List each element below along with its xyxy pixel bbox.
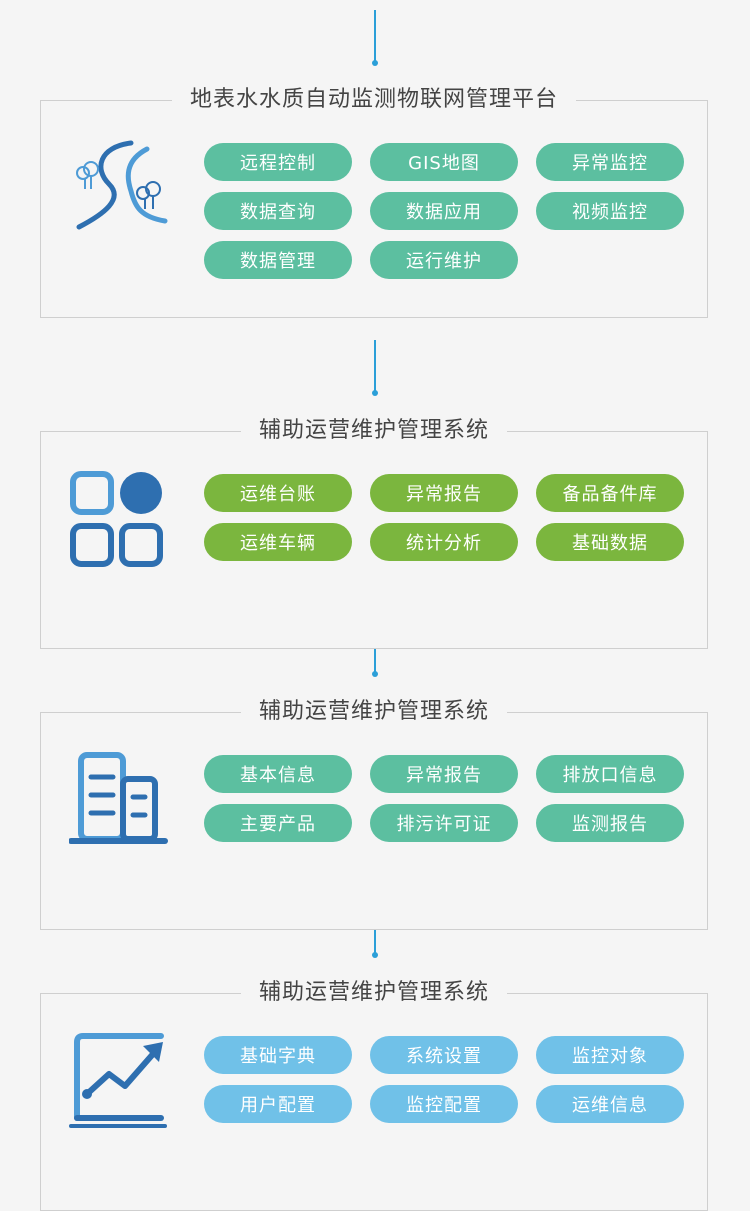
app-grid-icon: [69, 470, 169, 570]
river-trees-icon: [69, 139, 169, 239]
feature-list: 远程控制 GIS地图 异常监控 数据查询 数据应用 视频监控 数据管理 运行维护: [204, 143, 684, 279]
feature-list: 运维台账 异常报告 备品备件库 运维车辆 统计分析 基础数据: [204, 474, 684, 561]
pill-monitor-objects[interactable]: 监控对象: [536, 1036, 684, 1074]
pill-video-monitoring[interactable]: 视频监控: [536, 192, 684, 230]
section-ops-system-1: 辅助运营维护管理系统 运维台账 异常报告 备品备件库 运维车辆 统计分析 基础数…: [40, 418, 708, 649]
pill-gis-map[interactable]: GIS地图: [370, 143, 518, 181]
pill-statistics[interactable]: 统计分析: [370, 523, 518, 561]
pill-outlet-info[interactable]: 排放口信息: [536, 755, 684, 793]
pill-remote-control[interactable]: 远程控制: [204, 143, 352, 181]
section-ops-system-2: 辅助运营维护管理系统 基本信息 异常报告 排放口信息 主要产品 排污许可证 监测…: [40, 699, 708, 930]
pill-ops-info[interactable]: 运维信息: [536, 1085, 684, 1123]
pill-discharge-permit[interactable]: 排污许可证: [370, 804, 518, 842]
pill-monitoring-report[interactable]: 监测报告: [536, 804, 684, 842]
section-title: 辅助运营维护管理系统: [240, 699, 507, 724]
pill-anomaly-monitoring[interactable]: 异常监控: [536, 143, 684, 181]
pill-operation-maintenance[interactable]: 运行维护: [370, 241, 518, 279]
pill-data-query[interactable]: 数据查询: [204, 192, 352, 230]
pill-anomaly-report[interactable]: 异常报告: [370, 755, 518, 793]
pill-basic-info[interactable]: 基本信息: [204, 755, 352, 793]
section-title: 辅助运营维护管理系统: [240, 980, 507, 1005]
section-title: 辅助运营维护管理系统: [240, 418, 507, 443]
pill-ops-vehicles[interactable]: 运维车辆: [204, 523, 352, 561]
pill-spare-parts[interactable]: 备品备件库: [536, 474, 684, 512]
pill-data-management[interactable]: 数据管理: [204, 241, 352, 279]
buildings-icon: [68, 751, 169, 851]
pill-base-dictionary[interactable]: 基础字典: [204, 1036, 352, 1074]
feature-list: 基础字典 系统设置 监控对象 用户配置 监控配置 运维信息: [204, 1036, 684, 1123]
section-iot-platform: 地表水水质自动监测物联网管理平台 远程控制 GIS地图 异常监控 数据查询 数据…: [40, 87, 708, 318]
pill-data-application[interactable]: 数据应用: [370, 192, 518, 230]
section-ops-system-3: 辅助运营维护管理系统 基础字典 系统设置 监控对象 用户配置 监控配置 运维信息: [40, 980, 708, 1211]
pill-ops-ledger[interactable]: 运维台账: [204, 474, 352, 512]
trend-chart-icon: [69, 1032, 169, 1132]
feature-list: 基本信息 异常报告 排放口信息 主要产品 排污许可证 监测报告: [204, 755, 684, 842]
pill-main-products[interactable]: 主要产品: [204, 804, 352, 842]
pill-anomaly-report[interactable]: 异常报告: [370, 474, 518, 512]
pill-base-data[interactable]: 基础数据: [536, 523, 684, 561]
pill-monitor-config[interactable]: 监控配置: [370, 1085, 518, 1123]
pill-user-config[interactable]: 用户配置: [204, 1085, 352, 1123]
pill-system-settings[interactable]: 系统设置: [370, 1036, 518, 1074]
section-title: 地表水水质自动监测物联网管理平台: [171, 87, 576, 112]
